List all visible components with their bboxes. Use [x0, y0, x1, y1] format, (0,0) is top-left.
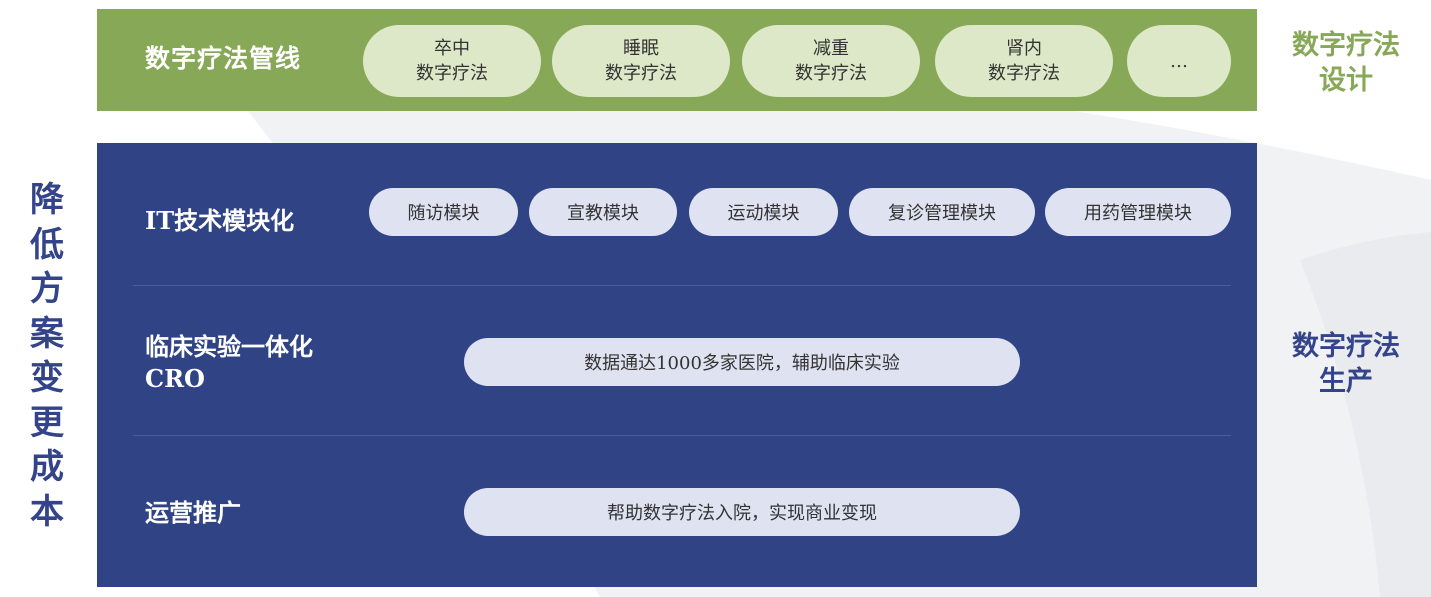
pipeline-item-line1: 减重 — [813, 38, 849, 59]
ops-pill: 帮助数字疗法入院，实现商业变现 — [464, 488, 1020, 536]
row-divider — [133, 285, 1231, 286]
pipeline-item-line1: 睡眠 — [623, 38, 659, 59]
module-education: 宣教模块 — [529, 188, 677, 236]
pipeline-item-stroke: 卒中 数字疗法 — [363, 25, 541, 97]
design-label-line1: 数字疗法 — [1292, 30, 1400, 61]
module-followup: 随访模块 — [369, 188, 518, 236]
pipeline-item-line1: 卒中 — [434, 38, 470, 59]
pipeline-item-line1: 肾内 — [1006, 38, 1042, 59]
production-label-line2: 生产 — [1319, 366, 1373, 397]
ops-row-title: 运营推广 — [145, 498, 241, 527]
pipeline-item-nephrology: 肾内 数字疗法 — [935, 25, 1113, 97]
pipeline-item-line2: 数字疗法 — [795, 63, 867, 84]
left-vertical-label: 降低方案变更成本 — [30, 180, 64, 532]
production-label-line1: 数字疗法 — [1292, 331, 1400, 362]
pipeline-band: 数字疗法管线 卒中 数字疗法 睡眠 数字疗法 减重 数字疗法 肾内 数字疗法 … — [97, 9, 1257, 111]
cro-title-line2: CRO — [145, 364, 205, 393]
design-label-line2: 设计 — [1319, 65, 1373, 96]
pipeline-item-line2: 数字疗法 — [416, 63, 488, 84]
pipeline-title: 数字疗法管线 — [145, 44, 302, 73]
row-divider — [133, 435, 1231, 436]
pipeline-item-line2: 数字疗法 — [988, 63, 1060, 84]
it-row-title: IT技术模块化 — [145, 206, 295, 235]
cro-row-title: 临床实验一体化 CRO — [145, 331, 313, 395]
production-label: 数字疗法 生产 — [1276, 329, 1416, 399]
module-exercise: 运动模块 — [689, 188, 838, 236]
pipeline-item-weight-loss: 减重 数字疗法 — [742, 25, 920, 97]
pipeline-item-more: … — [1127, 25, 1231, 97]
pipeline-item-line2: 数字疗法 — [605, 63, 677, 84]
production-panel: IT技术模块化 随访模块 宣教模块 运动模块 复诊管理模块 用药管理模块 临床实… — [97, 143, 1257, 587]
pipeline-item-sleep: 睡眠 数字疗法 — [552, 25, 730, 97]
pipeline-item-ellipsis: … — [1170, 50, 1188, 72]
design-label: 数字疗法 设计 — [1276, 28, 1416, 98]
module-revisit-management: 复诊管理模块 — [849, 188, 1035, 236]
module-medication-management: 用药管理模块 — [1045, 188, 1231, 236]
cro-pill: 数据通达1000多家医院，辅助临床实验 — [464, 338, 1020, 386]
cro-title-line1: 临床实验一体化 — [145, 332, 313, 361]
